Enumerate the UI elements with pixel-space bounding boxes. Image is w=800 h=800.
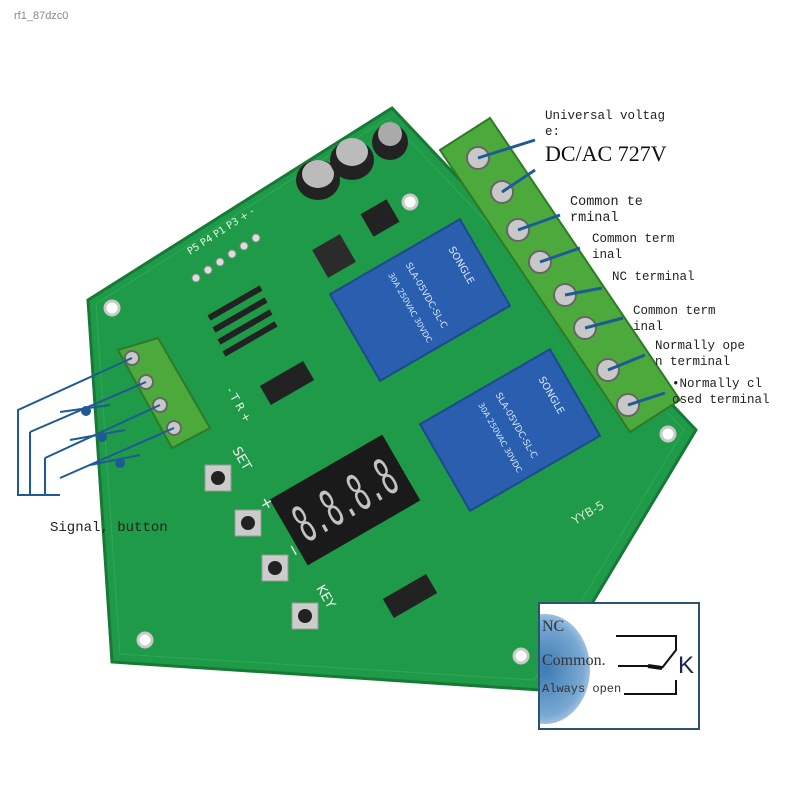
annotation-pointers bbox=[477, 138, 666, 407]
capacitors bbox=[296, 122, 408, 200]
pcb-board bbox=[86, 106, 698, 692]
inductor bbox=[312, 234, 356, 278]
display-housing bbox=[269, 434, 421, 566]
annotation-voltage-value: DC/AC 727V bbox=[545, 141, 667, 166]
ic-chip bbox=[259, 360, 315, 406]
legend-k: K bbox=[678, 652, 695, 679]
annotation-common-terminal-2: Common term inal bbox=[592, 232, 675, 262]
annotation-nc-terminal: NC terminal bbox=[612, 270, 695, 284]
annotation-common-terminal-3: Common term inal bbox=[633, 304, 716, 334]
annotation-normally-closed: •Normally cl osed terminal bbox=[672, 377, 770, 407]
legend-always-open: Always open bbox=[542, 682, 622, 696]
annotation-common-terminal-1: Common te rminal bbox=[570, 195, 643, 226]
switch-symbol bbox=[616, 635, 677, 695]
relay-2: SONGLE SLA-05VDC-SL-C 30A 250VAC 30VDC bbox=[418, 347, 602, 513]
legend-common: Common. bbox=[542, 652, 606, 669]
legend-nc: NC bbox=[542, 618, 565, 635]
relay-contact-legend: NC Common. Always open K bbox=[538, 602, 700, 730]
switch-dots bbox=[81, 406, 125, 468]
annotation-signal-button: Signal, button bbox=[50, 520, 168, 536]
driver-chip bbox=[382, 573, 438, 619]
header-pins bbox=[191, 233, 261, 283]
relay-1: SONGLE SLA-05VDC-SL-C 30A 250VAC 30VDC bbox=[328, 217, 512, 383]
annotation-universal-voltage: Universal voltag e: bbox=[545, 109, 666, 139]
push-buttons bbox=[204, 464, 319, 630]
watermark: rf1_87dzc0 bbox=[14, 10, 69, 22]
annotation-normally-open: Normally ope n terminal bbox=[655, 339, 746, 369]
regulator-chip bbox=[360, 199, 400, 237]
mounting-holes bbox=[103, 193, 677, 665]
resistor-array bbox=[207, 285, 278, 357]
